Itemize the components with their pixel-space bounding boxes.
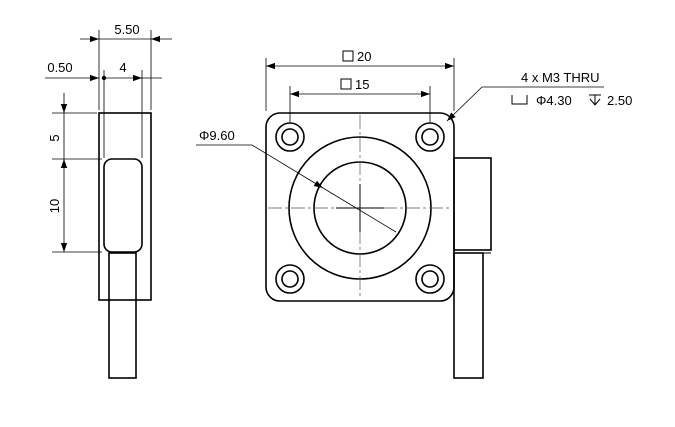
dim-side-heights: 5 10 [47,93,102,253]
dim-outer-square: 20 [265,49,455,111]
dim-label-bore-diameter: Φ9.60 [199,128,235,143]
side-connector-leg [108,252,137,379]
dim-label-outer-square: 20 [357,49,371,64]
side-view [98,112,152,379]
square-symbol [342,50,354,62]
side-body-outline [98,112,152,301]
counterbore-symbol [511,95,528,105]
mounting-hole-top-left [275,122,305,152]
callout-depth-text: 2.50 [607,93,632,108]
front-connector-block [453,157,492,251]
mounting-hole-bottom-right [415,264,445,294]
front-view [265,112,492,379]
dim-side-offset: 0.50 4 [45,60,162,158]
dim-bore-diameter: Φ9.60 [196,128,397,233]
dim-side-total-width: 5.50 [80,22,172,110]
dim-label-side-width: 4 [119,60,126,75]
hole-callout: 4 x M3 THRU Φ4.30 2.50 [446,70,632,122]
dim-label-height-top: 5 [47,134,62,141]
square-symbol [340,78,352,90]
callout-holes-text: 4 x M3 THRU [521,70,600,85]
dim-label-hole-pitch: 15 [355,77,369,92]
side-bore-slot [103,158,143,253]
dim-hole-pitch: 15 [289,77,431,122]
dim-label-height-slot: 10 [47,199,62,213]
callout-counterbore-text: Φ4.30 [536,93,572,108]
dim-label-offset: 0.50 [47,60,72,75]
mounting-hole-bottom-left [275,264,305,294]
dim-label-total-width: 5.50 [114,22,139,37]
depth-symbol [589,94,601,106]
front-connector-leg [453,252,484,379]
mounting-hole-top-right [415,122,445,152]
